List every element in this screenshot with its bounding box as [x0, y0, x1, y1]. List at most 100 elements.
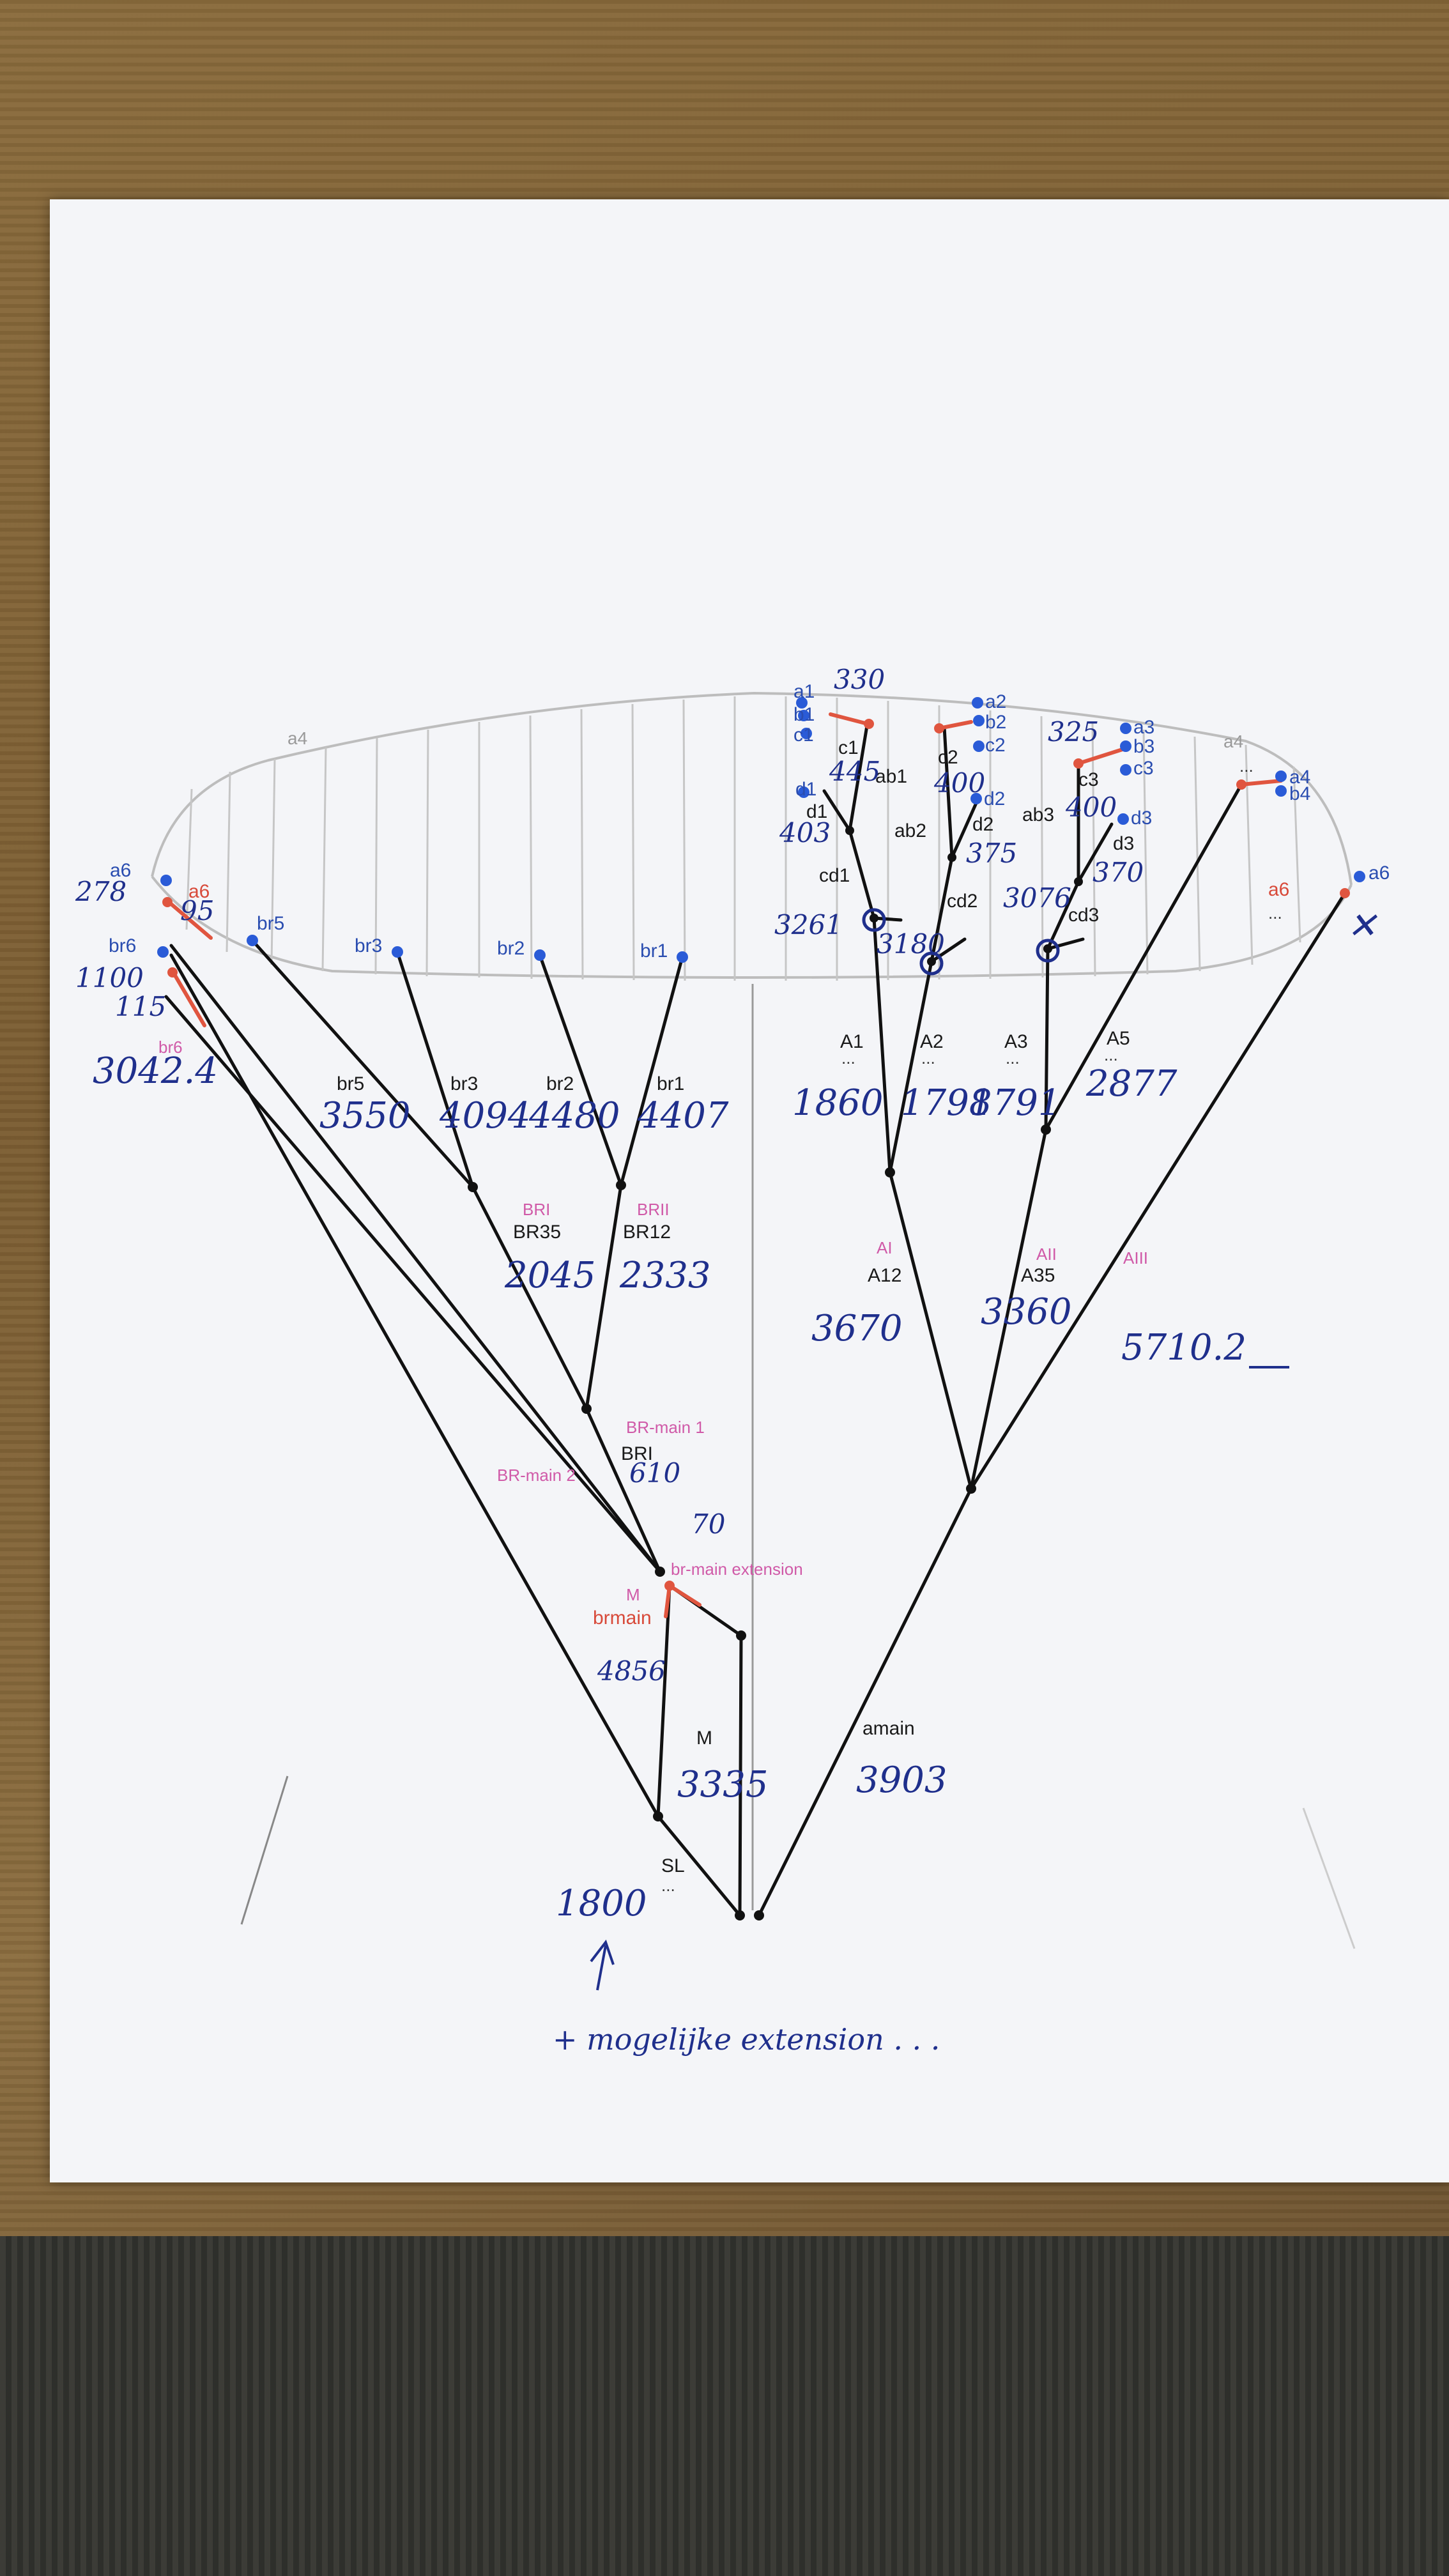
label-a6-left-red: a6	[188, 881, 210, 902]
label-br1: br1	[657, 1073, 684, 1094]
label-BRII-pink: BRII	[637, 1200, 670, 1219]
label-BRI-black: BRI	[621, 1443, 653, 1464]
nodes	[468, 826, 1083, 1920]
canopy	[151, 691, 1353, 979]
hw-aiii-len: 5710.2	[1121, 1327, 1246, 1368]
line-brmain	[656, 1584, 671, 1818]
label-A35: A35	[1021, 1265, 1055, 1286]
canopy-ribs	[185, 696, 1301, 981]
label-a6-right-blue: a6	[1368, 862, 1390, 884]
label-M-pink: M	[626, 1585, 640, 1604]
hw-325: 325	[1048, 716, 1099, 747]
label-d3: d3	[1113, 833, 1134, 854]
hw-330: 330	[834, 664, 885, 695]
label-c1: c1	[793, 724, 814, 746]
label-cd2: cd2	[947, 891, 977, 912]
label-brmain: brmain	[593, 1607, 652, 1629]
line-br35	[471, 1185, 588, 1411]
red-segments	[165, 712, 1283, 1618]
ellipsis-a4: ...	[1239, 756, 1254, 776]
label-amain: amain	[862, 1718, 915, 1739]
ellipsis-a6-right: ...	[1268, 903, 1282, 923]
line-br3	[395, 950, 475, 1189]
label-b3: b3	[1133, 736, 1154, 757]
label-br3-top: br3	[355, 935, 382, 956]
label-a2: a2	[985, 691, 1006, 712]
line-sl	[656, 1814, 742, 1917]
label-c3: c3	[1078, 769, 1099, 790]
line-amain	[757, 1487, 973, 1917]
label-AII-pink: AII	[1036, 1245, 1057, 1264]
trousers-fabric	[0, 2236, 1449, 2576]
brake-attach-points	[157, 697, 1365, 963]
label-ab1: ab1	[875, 766, 907, 787]
hw-amain-len: 3903	[856, 1759, 947, 1801]
hw-a5-len: 2877	[1085, 1063, 1177, 1105]
label-a6-right-red: a6	[1268, 879, 1289, 900]
label-d1-blue: d1	[795, 779, 816, 800]
label-b4: b4	[1289, 783, 1310, 804]
label-AIII-pink: AIII	[1123, 1248, 1148, 1268]
label-c3: c3	[1133, 758, 1154, 779]
label-d2-blue: d2	[984, 788, 1005, 809]
hw-95: 95	[180, 895, 214, 926]
label-a6-left-blue: a6	[110, 860, 131, 881]
hw-brmain-len: 4856	[597, 1655, 666, 1687]
label-ab3: ab3	[1022, 804, 1054, 825]
paper-sheet	[50, 199, 1449, 2182]
label-BR35: BR35	[513, 1222, 561, 1243]
hw-3042: 3042.4	[93, 1050, 218, 1092]
label-A2: A2	[920, 1031, 944, 1052]
label-AI-pink: AI	[877, 1238, 893, 1257]
line-br12	[585, 1183, 623, 1411]
label-BR-main-2: BR-main 2	[497, 1466, 576, 1485]
label-br5: br5	[337, 1073, 364, 1094]
label-a1: a1	[793, 681, 815, 702]
hw-ext-len: 70	[691, 1508, 725, 1540]
line-bri-b	[164, 995, 662, 1574]
hw-278: 278	[75, 876, 126, 907]
hw-a35-len: 3360	[981, 1291, 1072, 1333]
label-cd3: cd3	[1068, 905, 1099, 926]
hw-400b: 400	[1065, 792, 1117, 823]
hw-br12-len: 2333	[619, 1255, 711, 1296]
label-c2: c2	[938, 747, 958, 768]
label-SL: SL	[661, 1855, 685, 1876]
line-a5	[1044, 783, 1243, 1131]
label-br2-top: br2	[497, 938, 525, 959]
hw-m-len: 3335	[677, 1764, 769, 1805]
hw-370: 370	[1092, 857, 1144, 888]
hw-br2-len: 4480	[528, 1095, 620, 1137]
label-d2: d2	[972, 814, 993, 835]
handwritten-values: 330 445 403 3261 3180 400 375 325 400 37…	[75, 664, 1378, 2057]
printed-labels: a4 a4 a6 a6 a6 a6 a1 b1 c1 a2 b2 c2 a3 b…	[109, 681, 1390, 1895]
hw-115: 115	[115, 991, 166, 1022]
label-A12: A12	[868, 1265, 901, 1286]
ellipsis-a1: ...	[841, 1048, 855, 1068]
line-aii	[969, 1128, 1048, 1491]
label-cd1: cd1	[819, 865, 850, 886]
hw-a12-len: 3670	[811, 1308, 903, 1349]
label-A3: A3	[1004, 1031, 1028, 1052]
hw-1100: 1100	[75, 962, 144, 993]
hw-a1-len: 1860	[792, 1082, 884, 1124]
line-ai	[888, 1170, 973, 1491]
hw-br35-len: 2045	[504, 1255, 596, 1296]
label-br-main-extension: br-main extension	[671, 1560, 803, 1579]
label-a4-left: a4	[288, 728, 307, 748]
canopy-leading-edge	[151, 691, 1353, 885]
label-a4: a4	[1289, 767, 1310, 788]
label-br2: br2	[546, 1073, 574, 1094]
pencil-mark-left	[240, 1775, 289, 1925]
red-attach-points	[162, 719, 1350, 1591]
label-A1: A1	[840, 1031, 864, 1052]
hw-a2-len: 1798	[901, 1082, 992, 1124]
label-a3: a3	[1133, 717, 1154, 738]
hw-445: 445	[829, 756, 880, 787]
label-b1: b1	[793, 704, 815, 725]
label-c1: c1	[838, 737, 859, 758]
label-BR12: BR12	[623, 1222, 671, 1243]
line-a1	[872, 916, 892, 1174]
hw-400a: 400	[933, 767, 985, 799]
